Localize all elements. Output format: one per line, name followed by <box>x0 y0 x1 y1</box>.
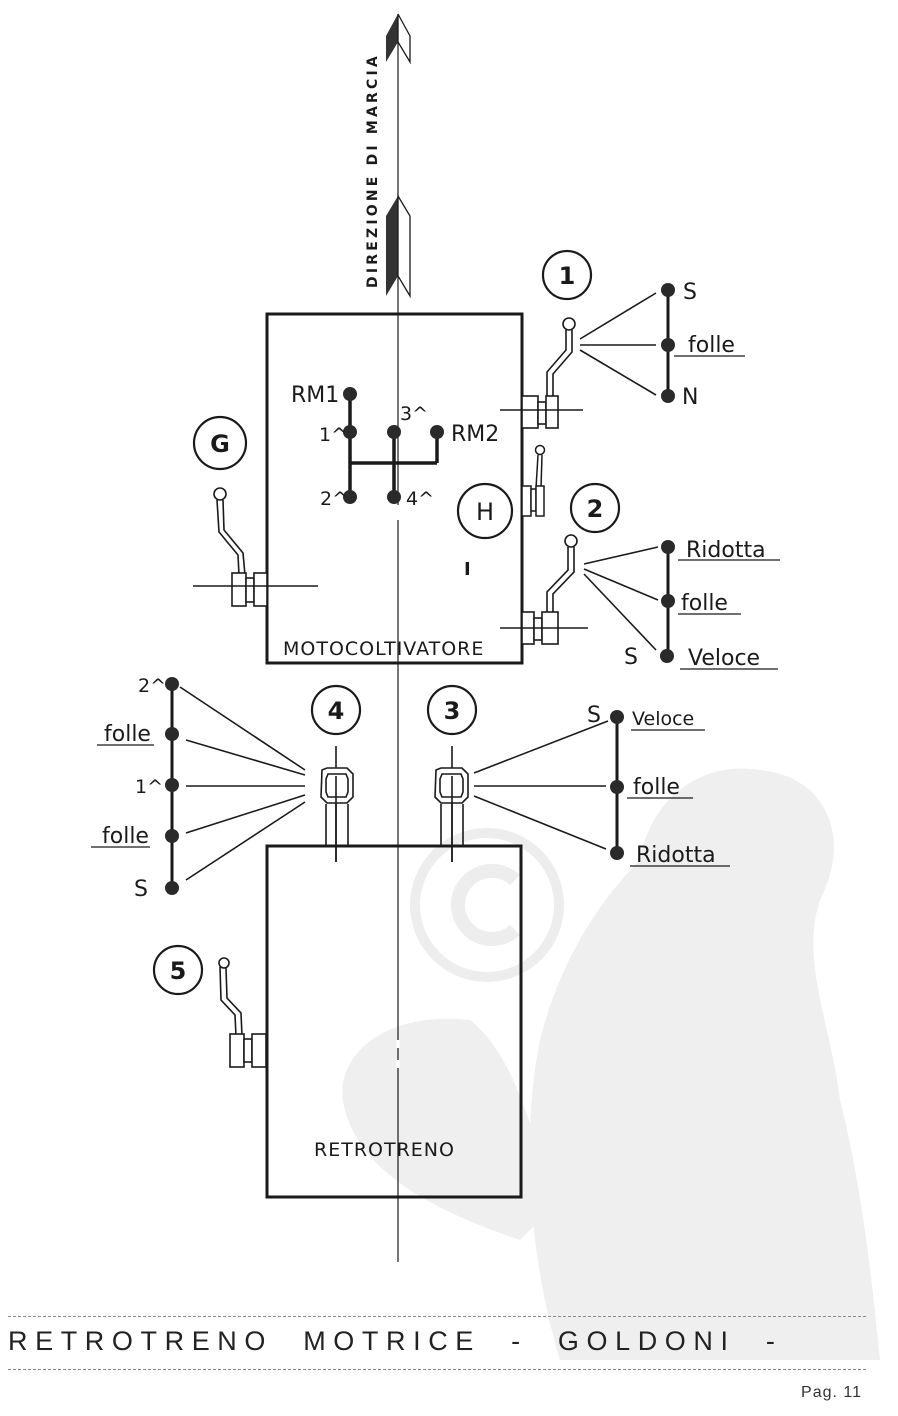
watermark-tail-icon <box>342 1018 560 1240</box>
lever-4-label-folle-b: folle <box>102 824 149 849</box>
gear-dot-rm1 <box>343 387 357 401</box>
lever-1-dot-n <box>661 389 675 403</box>
lever-h-icon <box>521 444 546 517</box>
watermark-copyright-c <box>451 864 520 946</box>
lever-3-label-folle: folle <box>633 775 680 800</box>
ref-1-label: 1 <box>559 262 576 290</box>
ref-3-circle <box>426 684 478 736</box>
lever-1-dot-s <box>661 283 675 297</box>
watermark-beaver-icon <box>529 768 880 1360</box>
lever-3-label-ridotta: Ridotta <box>636 843 716 868</box>
ref-1-circle <box>541 249 593 301</box>
ref-5-circle <box>152 944 204 996</box>
lever-4-dot-s <box>165 881 179 895</box>
lever-4-label-2: 2^ <box>138 675 166 697</box>
lever-2-label-ridotta: Ridotta <box>686 538 766 563</box>
gear-label-4: 4^ <box>406 488 434 510</box>
lever-4-dot-folle-b <box>165 829 179 843</box>
gear-label-3: 3^ <box>400 403 428 425</box>
watermark <box>342 768 880 1360</box>
ref-4-circle <box>310 684 362 736</box>
lever-1-label-n: N <box>682 385 698 410</box>
lever-1-label-s: S <box>683 280 697 305</box>
lever-4-label-folle-a: folle <box>104 722 151 747</box>
lever-4-label-s: S <box>134 877 148 902</box>
footer-title: RETROTRENO MOTRICE - GOLDONI - <box>8 1326 783 1356</box>
lever-2-label-folle: folle <box>681 591 728 616</box>
lever-4-knob-icon <box>179 686 354 881</box>
lever-3-dot-ridotta <box>610 846 624 860</box>
footer-top-rule <box>8 1316 866 1317</box>
gear-dot-2 <box>343 490 357 504</box>
ref-5-label: 5 <box>170 957 187 985</box>
gear-label-rm2: RM2 <box>451 422 499 447</box>
gear-dot-1 <box>343 425 357 439</box>
watermark-copyright-icon <box>410 828 564 982</box>
lever-4-dot-folle-a <box>165 727 179 741</box>
lever-3-label-veloce: Veloce <box>632 708 694 730</box>
lever-2-label-veloce: Veloce <box>688 646 760 671</box>
gear-dot-3 <box>387 425 401 439</box>
lever-2-label-s: S <box>624 645 638 670</box>
ref-2-label: 2 <box>587 495 604 523</box>
ref-g-label: G <box>210 430 230 458</box>
lever-4-dot-1 <box>165 778 179 792</box>
lever-4-dot-2 <box>165 677 179 691</box>
lever-3-label-s: S <box>587 703 601 728</box>
ref-4-label: 4 <box>328 697 345 725</box>
lever-2-dot-ridotta <box>661 540 675 554</box>
lever-5-icon <box>218 957 267 1068</box>
direction-arrow-top-icon <box>386 13 411 65</box>
lever-4-label-1: 1^ <box>135 776 163 798</box>
lever-2-dot-folle <box>661 594 675 608</box>
gear-label-1: 1^ <box>319 424 347 446</box>
direction-arrow-bottom-icon <box>386 193 411 299</box>
front-unit-label: MOTOCOLTIVATORE <box>283 638 484 660</box>
ref-h-circle <box>456 482 514 540</box>
ref-3-label: 3 <box>444 697 461 725</box>
ref-h-label: H <box>476 498 494 526</box>
lever-1-label-folle: folle <box>688 333 735 358</box>
rear-unit-box <box>265 844 523 1199</box>
page-number: Pag. 11 <box>801 1384 862 1401</box>
gear-dot-rm2 <box>430 425 444 439</box>
direction-label: DIREZIONE DI MARCIA <box>365 53 381 288</box>
ref-h-mark: I <box>464 559 471 580</box>
gear-label-2: 2^ <box>320 488 348 510</box>
rear-unit-label: RETROTRENO <box>314 1139 455 1161</box>
lever-2-icon <box>500 534 659 651</box>
footer-bottom-rule <box>8 1369 866 1370</box>
lever-3-dot-veloce <box>610 710 624 724</box>
lever-3-dot-folle <box>610 780 624 794</box>
gear-label-rm1: RM1 <box>291 383 339 408</box>
lever-1-dot-folle <box>661 338 675 352</box>
ref-g-circle <box>192 415 248 471</box>
lever-2-dot-veloce <box>660 649 674 663</box>
gear-shift-dots <box>343 387 444 504</box>
lever-3-knob-icon <box>434 720 609 862</box>
lever-g-icon <box>193 487 318 607</box>
gear-dot-4 <box>387 490 401 504</box>
lever-1-icon <box>500 292 657 429</box>
ref-2-circle <box>569 482 621 534</box>
